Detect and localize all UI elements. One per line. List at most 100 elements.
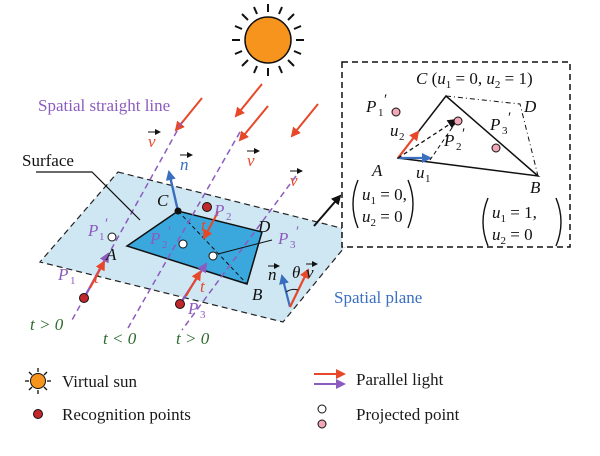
inset-a-label: A: [371, 161, 383, 180]
angle-v-arrow: [289, 268, 309, 308]
svg-text:u2 = 0: u2 = 0: [362, 207, 403, 229]
legend-virtual-sun: Virtual sun: [62, 372, 137, 391]
t-label-1: t: [94, 268, 100, 287]
spatial-line-3: [181, 175, 297, 331]
light-ray-3: [238, 105, 269, 142]
svg-text:′: ′: [462, 126, 465, 142]
svg-text:1: 1: [425, 173, 431, 185]
svg-text:2: 2: [162, 239, 168, 251]
inset-u1-label: u 1: [416, 163, 431, 185]
svg-text:P: P: [149, 229, 160, 248]
t-arrow-3: [185, 270, 202, 297]
t-label-3: t: [200, 277, 206, 296]
svg-text:3: 3: [502, 125, 508, 137]
legend-recognition-icon: [33, 409, 43, 419]
inset-p1prime-label: P 1 ′: [365, 92, 387, 119]
p1prime-label: P 1 ′: [87, 216, 108, 243]
recognition-point-p1: [79, 293, 89, 303]
legend-projected-pink-icon: [317, 419, 327, 429]
svg-text:P: P: [277, 229, 288, 248]
light-ray-4: [290, 103, 319, 138]
spatial-line-label: Spatial straight line: [38, 96, 170, 115]
svg-text:′: ′: [384, 92, 387, 108]
svg-text:P: P: [87, 221, 98, 240]
legend-projected-point: Projected point: [356, 405, 460, 424]
p2prime-label: P 2 ′: [149, 224, 171, 251]
inset-dashed-a-p2: [397, 118, 458, 159]
sun-icon: [232, 4, 304, 76]
svg-text:2: 2: [399, 131, 405, 143]
inset-dashed-c-p2: [429, 121, 457, 161]
legend-sun-icon: [25, 368, 51, 394]
svg-text:C (u1 = 0, u2 = 1): C (u1 = 0, u2 = 1): [416, 69, 533, 91]
p3prime-label: P 3 ′: [277, 224, 299, 251]
svg-text:u2 = 0: u2 = 0: [492, 225, 533, 247]
svg-text:u1 = 1,: u1 = 1,: [492, 203, 537, 225]
svg-text:P: P: [57, 265, 68, 284]
v-label-3: v: [290, 168, 303, 190]
svg-text:P: P: [443, 131, 454, 150]
projected-point-p3: [208, 251, 218, 261]
t-arrow-1: [89, 260, 105, 289]
inset-cd-edge: [445, 95, 539, 177]
vertex-c-label: C: [157, 191, 169, 210]
inset-arrow: [313, 194, 342, 227]
p3-label: P 3: [187, 299, 206, 321]
t-arrow-2: [203, 211, 219, 240]
legend-parallel-light: Parallel light: [356, 370, 444, 389]
t-label-2: t: [201, 216, 207, 235]
inset-u2-arrow: [397, 130, 420, 159]
vertex-b-label: B: [252, 285, 263, 304]
inset-triangle: [396, 94, 541, 178]
diagonal-cb: [177, 210, 248, 285]
surface-label: Surface: [22, 151, 74, 170]
n-label-main: n: [180, 152, 193, 174]
inset-p3prime-label: P 3 ′: [489, 110, 511, 137]
svg-text:u1 = 0,: u1 = 0,: [362, 185, 407, 207]
svg-text:3: 3: [200, 309, 206, 321]
p1-label: P 1: [57, 265, 76, 287]
svg-text:P: P: [489, 115, 500, 134]
p2-label: P 2: [213, 201, 232, 223]
svg-text:1: 1: [99, 231, 105, 243]
svg-text:′: ′: [296, 224, 299, 240]
inset-c-label: C (u1 = 0, u2 = 1): [416, 69, 533, 91]
legend: Virtual sun Recognition points Parallel …: [25, 368, 460, 429]
projected-point-p1: [107, 232, 117, 242]
surface-pointer: [36, 171, 141, 221]
svg-text:v: v: [247, 151, 255, 170]
inset-d-label: D: [523, 97, 537, 116]
svg-text:v: v: [148, 132, 156, 151]
inset-point-p2-hit: [453, 116, 463, 126]
recognition-point-p3: [175, 299, 185, 309]
inset-u2-label: u 2: [390, 121, 405, 143]
v-label-1: v: [148, 129, 161, 151]
v-label-2: v: [247, 148, 260, 170]
svg-text:P: P: [187, 299, 198, 318]
svg-text:u: u: [416, 163, 425, 182]
legend-recognition-points: Recognition points: [62, 405, 191, 424]
diagonal-ac: [126, 210, 179, 247]
inset-p2prime-label: P 2 ′: [443, 126, 465, 153]
svg-text:n: n: [268, 265, 277, 284]
spatial-line-1: [71, 121, 183, 321]
normal-n-arrow: [165, 170, 180, 212]
v-label-angle: v: [306, 261, 318, 282]
inset-a-coords: u1 = 0, u2 = 0: [352, 179, 414, 229]
inset-b-label: B: [530, 178, 541, 197]
p3prime-pointer: [217, 239, 273, 255]
t-gt0-left: t > 0: [30, 315, 64, 334]
svg-text:1: 1: [378, 107, 384, 119]
inset-b-coords: u1 = 1, u2 = 0: [482, 197, 562, 247]
light-ray-2: [234, 83, 263, 118]
angle-arc: [285, 288, 299, 293]
svg-text:u: u: [390, 121, 399, 140]
svg-text:2: 2: [226, 211, 232, 223]
theta-label: θ: [292, 263, 300, 282]
svg-text:v: v: [290, 171, 298, 190]
t-lt0: t < 0: [103, 329, 137, 348]
svg-text:′: ′: [508, 110, 511, 126]
vertex-d-label: D: [257, 217, 271, 236]
inset-point-p1: [391, 107, 401, 117]
